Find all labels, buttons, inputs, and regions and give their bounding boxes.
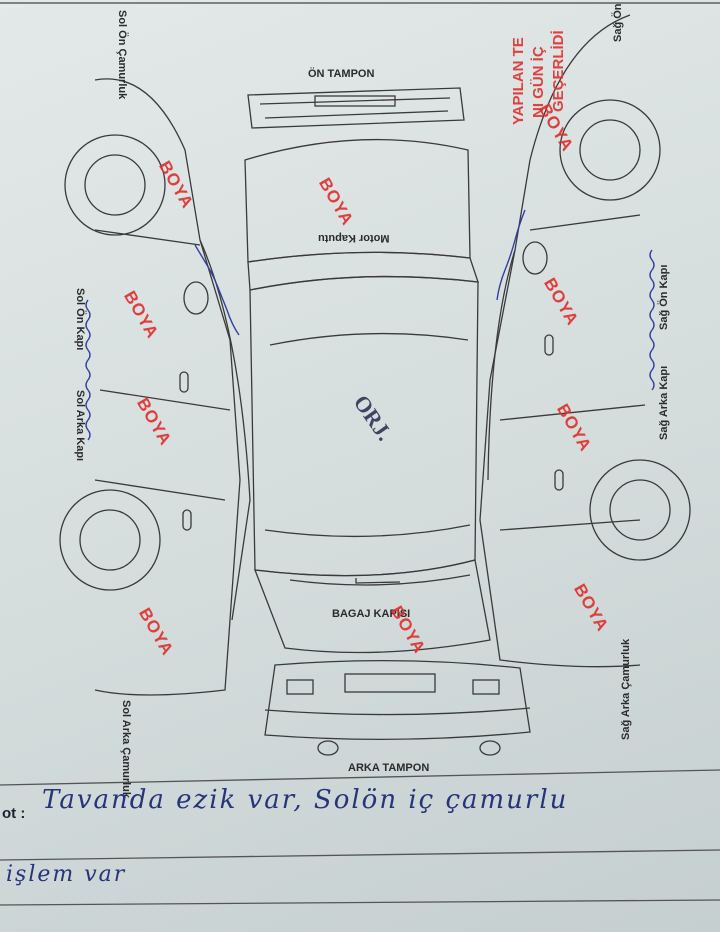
label-sag-arka-camurluk: Sağ Arka Çamurluk bbox=[620, 638, 632, 740]
ink-scribbles bbox=[85, 209, 655, 441]
label-sag-arka-kapi: Sağ Arka Kapı bbox=[658, 365, 670, 440]
label-sag-on-kapi: Sağ Ön Kapı bbox=[658, 264, 670, 330]
label-sol-on-camurluk: Sol Ön Çamurluk bbox=[116, 10, 128, 100]
label-arka-tampon: ARKA TAMPON bbox=[348, 762, 430, 774]
label-sol-arka-camurluk: Sol Arka Çamurluk bbox=[120, 700, 132, 799]
validity-stamp-line-3: GEÇERLİDİ bbox=[550, 30, 567, 112]
label-bagaj-kapisi: BAGAJ KAPISI bbox=[332, 608, 411, 620]
right-side-view bbox=[479, 14, 691, 668]
top-view-body bbox=[244, 138, 491, 654]
label-sol-arka-kapi: Sol Arka Kapı bbox=[74, 390, 86, 462]
note-label: ot : bbox=[2, 805, 26, 822]
label-sol-on-kapi: Sol Ön Kapı bbox=[74, 288, 86, 351]
label-sag-on-camurluk: Sağ Ön Çamurluk bbox=[612, 0, 624, 42]
validity-stamp-line-1: YAPILAN TE bbox=[510, 37, 527, 125]
front-bumper-outline bbox=[247, 87, 465, 129]
label-on-tampon: ÖN TAMPON bbox=[308, 68, 375, 80]
left-side-view bbox=[59, 78, 251, 696]
note-line-1: Tavanda ezik var, Solön iç çamurlu bbox=[42, 785, 569, 815]
note-line-2: işlem var bbox=[6, 862, 127, 887]
label-motor-kaputu: Motor Kaputu bbox=[318, 232, 390, 244]
rear-bumper-outline bbox=[264, 660, 531, 756]
